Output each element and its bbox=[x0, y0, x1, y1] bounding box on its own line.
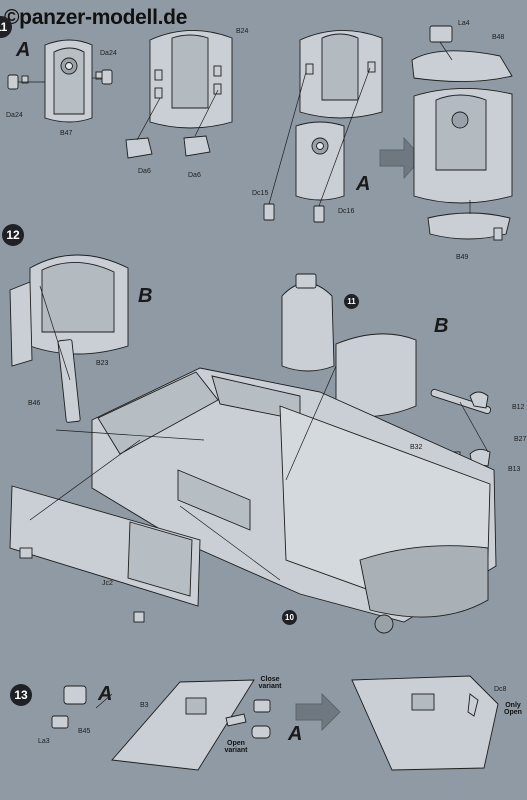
step11-part-Da6-left bbox=[125, 137, 153, 159]
part-label-dc15: Dc15 bbox=[252, 190, 269, 197]
subassembly-label-b2: B bbox=[434, 315, 449, 337]
step11-turret-shell-B24 bbox=[149, 30, 233, 129]
part-label-jc2: Jc2 bbox=[102, 580, 113, 587]
part-label-dc8: Dc8 bbox=[494, 686, 507, 693]
step11-arrow bbox=[379, 136, 423, 180]
step11-turret-front-B47 bbox=[44, 39, 93, 123]
step12-part-B12 bbox=[469, 391, 489, 409]
subassembly-label-a3: A bbox=[98, 683, 113, 705]
part-label-b3: B3 bbox=[140, 702, 149, 709]
part-label-b24: B24 bbox=[236, 28, 249, 35]
step11-completed-turret bbox=[411, 25, 513, 241]
step11-turret-shell-mid bbox=[299, 30, 383, 119]
part-label-b46: B46 bbox=[28, 400, 41, 407]
part-label-da24-right: Da24 bbox=[100, 50, 117, 57]
step11-part-Da6-right bbox=[183, 135, 211, 157]
subassembly-label-b1: B bbox=[138, 285, 153, 307]
part-label-b23: B23 bbox=[96, 360, 109, 367]
step13-hatch-A bbox=[51, 685, 87, 729]
part-label-b45: B45 bbox=[78, 728, 91, 735]
subassembly-label-a1: A bbox=[16, 39, 31, 61]
step11-part-Dc15 bbox=[263, 203, 275, 221]
step-number-11: 11 bbox=[0, 16, 12, 38]
callout-step-10: 10 bbox=[282, 610, 297, 625]
step13-variant-parts bbox=[225, 699, 271, 739]
step12-rod bbox=[430, 388, 492, 415]
step11-inner-front-A bbox=[295, 121, 345, 201]
subassembly-label-a2: A bbox=[356, 173, 371, 195]
callout-step-11: 11 bbox=[344, 294, 359, 309]
step-number-13: 13 bbox=[10, 684, 32, 706]
part-label-b13: B13 bbox=[508, 466, 521, 473]
watermark: ©panzer-modell.de bbox=[4, 6, 188, 29]
step-number-12: 12 bbox=[2, 224, 24, 246]
step12-sub-parts bbox=[19, 547, 145, 623]
part-label-da6-left: Da6 bbox=[138, 168, 151, 175]
part-label-b49: B49 bbox=[456, 254, 469, 261]
step13-plate-B3 bbox=[111, 679, 255, 771]
part-label-b27: B27 bbox=[514, 436, 527, 443]
step11-part-Dc16 bbox=[313, 205, 325, 223]
part-label-dc16: Dc16 bbox=[338, 208, 355, 215]
part-label-la3: La3 bbox=[38, 738, 50, 745]
step12-hull bbox=[91, 367, 497, 634]
step12-turret-front-11 bbox=[281, 273, 335, 372]
step11-hinge-Da24-right bbox=[95, 69, 113, 85]
step12-side-plate bbox=[9, 485, 201, 607]
part-label-da6-right: Da6 bbox=[188, 172, 201, 179]
step13-arrow bbox=[295, 692, 341, 732]
note-only-open: Only Open bbox=[504, 702, 522, 717]
part-label-b48: B48 bbox=[492, 34, 505, 41]
note-open-variant: Open variant bbox=[224, 740, 248, 755]
part-label-b32: B32 bbox=[410, 444, 423, 451]
part-label-la4: La4 bbox=[458, 20, 470, 27]
part-label-da24-left: Da24 bbox=[6, 112, 23, 119]
subassembly-label-a4: A bbox=[288, 723, 303, 745]
step12-turret-B23 bbox=[9, 254, 129, 367]
note-close-variant: Close variant bbox=[258, 676, 282, 691]
step13-assembled-plate bbox=[351, 675, 499, 771]
part-label-b47: B47 bbox=[60, 130, 73, 137]
part-label-b12: B12 bbox=[512, 404, 525, 411]
